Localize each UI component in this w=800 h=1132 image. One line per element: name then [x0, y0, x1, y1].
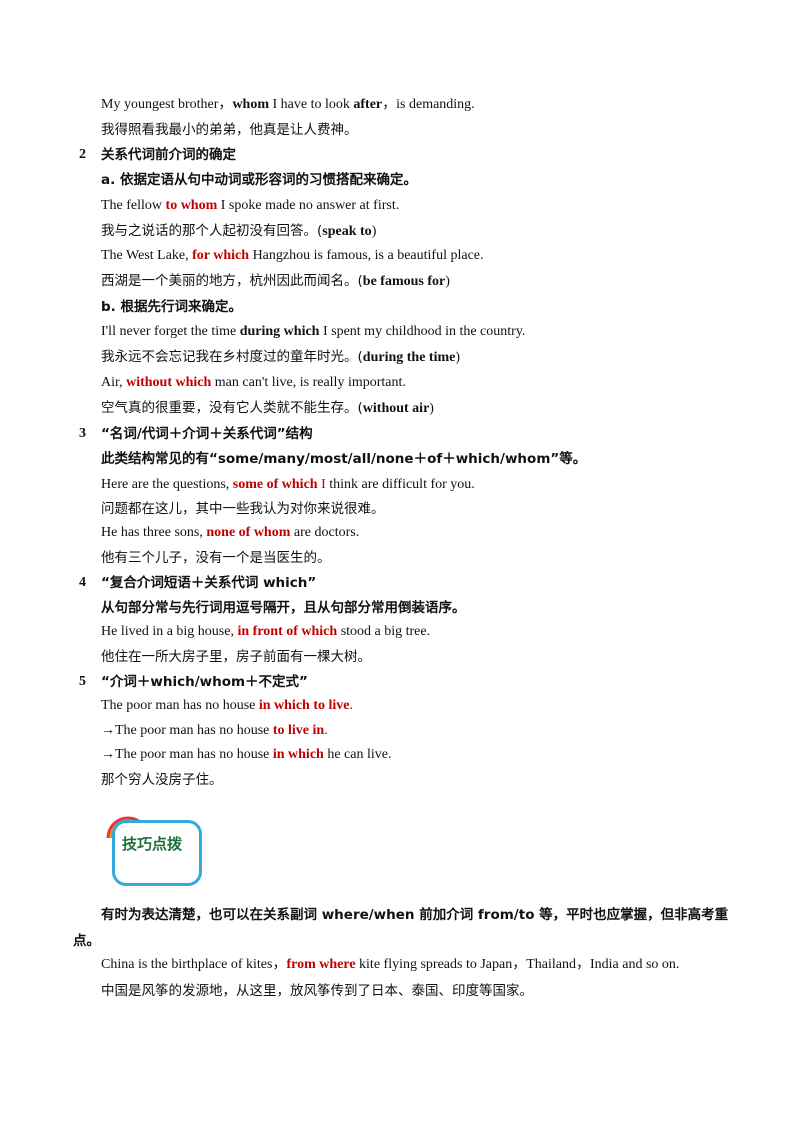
translation: 空气真的很重要，没有它人类就不能生存。(without air) [101, 399, 434, 418]
translation: 那个穷人没房子住。 [101, 772, 223, 788]
text: he can live. [323, 747, 392, 762]
section-number: 2 [79, 147, 86, 162]
highlight: in which [272, 747, 324, 762]
keyword: during which [239, 324, 320, 339]
text: He has three sons, [101, 525, 207, 540]
text: 我与之说话的那个人起初没有回答。( [101, 223, 323, 239]
text: 空气真的很重要，没有它人类就不能生存。( [101, 400, 363, 416]
text: man can't live, is really important. [211, 375, 406, 390]
example-sentence: I'll never forget the time during which … [101, 323, 525, 341]
text: ，is demanding. [382, 97, 475, 112]
text: ) [455, 350, 461, 365]
section-title: “名词/代词＋介词＋关系代词”结构 [101, 426, 313, 442]
example-sentence: My youngest brother，whom I have to look … [101, 96, 475, 114]
text: China is the birthplace of kites， [101, 957, 287, 972]
highlight: some of which [232, 477, 318, 492]
example-sentence: He has three sons, none of whom are doct… [101, 524, 359, 542]
example-sentence: Here are the questions, some of which I … [101, 476, 475, 494]
example-sentence: He lived in a big house, in front of whi… [101, 623, 430, 641]
subsection-title: b. 根据先行词来确定。 [101, 299, 242, 315]
text: ) [445, 274, 450, 289]
text: The fellow [101, 198, 166, 213]
section-title: 关系代词前介词的确定 [101, 147, 236, 163]
highlight: none of whom [206, 525, 291, 540]
text: Air, [101, 375, 127, 390]
text: →The poor man has no house [101, 747, 273, 762]
highlight: to live in [272, 723, 325, 738]
text: Hangzhou is famous, is a beautiful place… [249, 248, 484, 263]
section-subtitle: 此类结构常见的有“some/many/most/all/none＋of＋whic… [101, 451, 587, 467]
keyword: whom [232, 97, 269, 112]
text: ) [429, 401, 434, 416]
keyword: be famous for [362, 274, 446, 289]
keyword: without air [362, 401, 430, 416]
example-sentence: The poor man has no house in which to li… [101, 697, 353, 715]
section-title: “介词＋which/whom＋不定式” [101, 674, 308, 690]
translation: 他住在一所大房子里，房子前面有一棵大树。 [101, 649, 371, 665]
text: The West Lake, [101, 248, 193, 263]
section-number: 4 [79, 575, 86, 590]
badge-frame [112, 820, 202, 886]
tip-badge: 技巧点拨 [104, 808, 202, 886]
translation: 我与之说话的那个人起初没有回答。(speak to) [101, 222, 376, 241]
keyword: speak to [322, 224, 372, 239]
text: I spoke made no answer at first. [217, 198, 400, 213]
highlight: for which [192, 248, 250, 263]
example-sentence: Air, without which man can't live, is re… [101, 374, 406, 392]
translation: 他有三个儿子，没有一个是当医生的。 [101, 550, 331, 566]
highlight: in which to live [258, 698, 350, 713]
text: My youngest brother， [101, 97, 233, 112]
translation: 我得照看我最小的弟弟，他真是让人费神。 [101, 122, 358, 138]
text: He lived in a big house, [101, 624, 238, 639]
tip-paragraph-cont: 点。 [73, 933, 100, 949]
section-subtitle: 从句部分常与先行词用逗号隔开，且从句部分常用倒装语序。 [101, 600, 466, 616]
section-number: 5 [79, 674, 86, 689]
highlight: I [317, 477, 326, 492]
translation: 我永远不会忘记我在乡村度过的童年时光。(during the time) [101, 348, 460, 367]
section-number: 3 [79, 426, 86, 441]
highlight: from where [286, 957, 356, 972]
highlight: to whom [165, 198, 218, 213]
text: kite flying spreads to Japan，Thailand，In… [355, 957, 680, 972]
text: are doctors. [290, 525, 360, 540]
text: Here are the questions, [101, 477, 233, 492]
subsection-title: a. 依据定语从句中动词或形容词的习惯搭配来确定。 [101, 172, 417, 188]
text: 我永远不会忘记我在乡村度过的童年时光。( [101, 349, 363, 365]
example-sentence: →The poor man has no house in which he c… [101, 746, 391, 764]
keyword: after [353, 97, 383, 112]
translation: 西湖是一个美丽的地方，杭州因此而闻名。(be famous for) [101, 272, 450, 291]
text: I'll never forget the time [101, 324, 240, 339]
text: The poor man has no house [101, 698, 259, 713]
tip-paragraph: 有时为表达清楚，也可以在关系副词 where/when 前加介词 from/to… [101, 907, 729, 923]
text: think are difficult for you. [325, 477, 475, 492]
example-sentence: China is the birthplace of kites，from wh… [101, 956, 679, 974]
example-sentence: The fellow to whom I spoke made no answe… [101, 197, 399, 215]
highlight: in front of which [237, 624, 338, 639]
translation: 问题都在这儿，其中一些我认为对你来说很难。 [101, 501, 385, 517]
highlight: without which [126, 375, 212, 390]
text: →The poor man has no house [101, 723, 273, 738]
keyword: during the time [362, 350, 456, 365]
text: . [324, 723, 328, 738]
translation: 中国是风筝的发源地，从这里，放风筝传到了日本、泰国、印度等国家。 [101, 983, 533, 999]
section-title: “复合介词短语＋关系代词 which” [101, 575, 317, 591]
text: I have to look [269, 97, 354, 112]
text: . [349, 698, 353, 713]
text: ) [371, 224, 377, 239]
example-sentence: →The poor man has no house to live in. [101, 722, 328, 740]
text: 西湖是一个美丽的地方，杭州因此而闻名。( [101, 273, 363, 289]
example-sentence: The West Lake, for which Hangzhou is fam… [101, 247, 484, 265]
badge-label: 技巧点拨 [121, 835, 182, 853]
text: stood a big tree. [337, 624, 431, 639]
text: I spent my childhood in the country. [319, 324, 526, 339]
